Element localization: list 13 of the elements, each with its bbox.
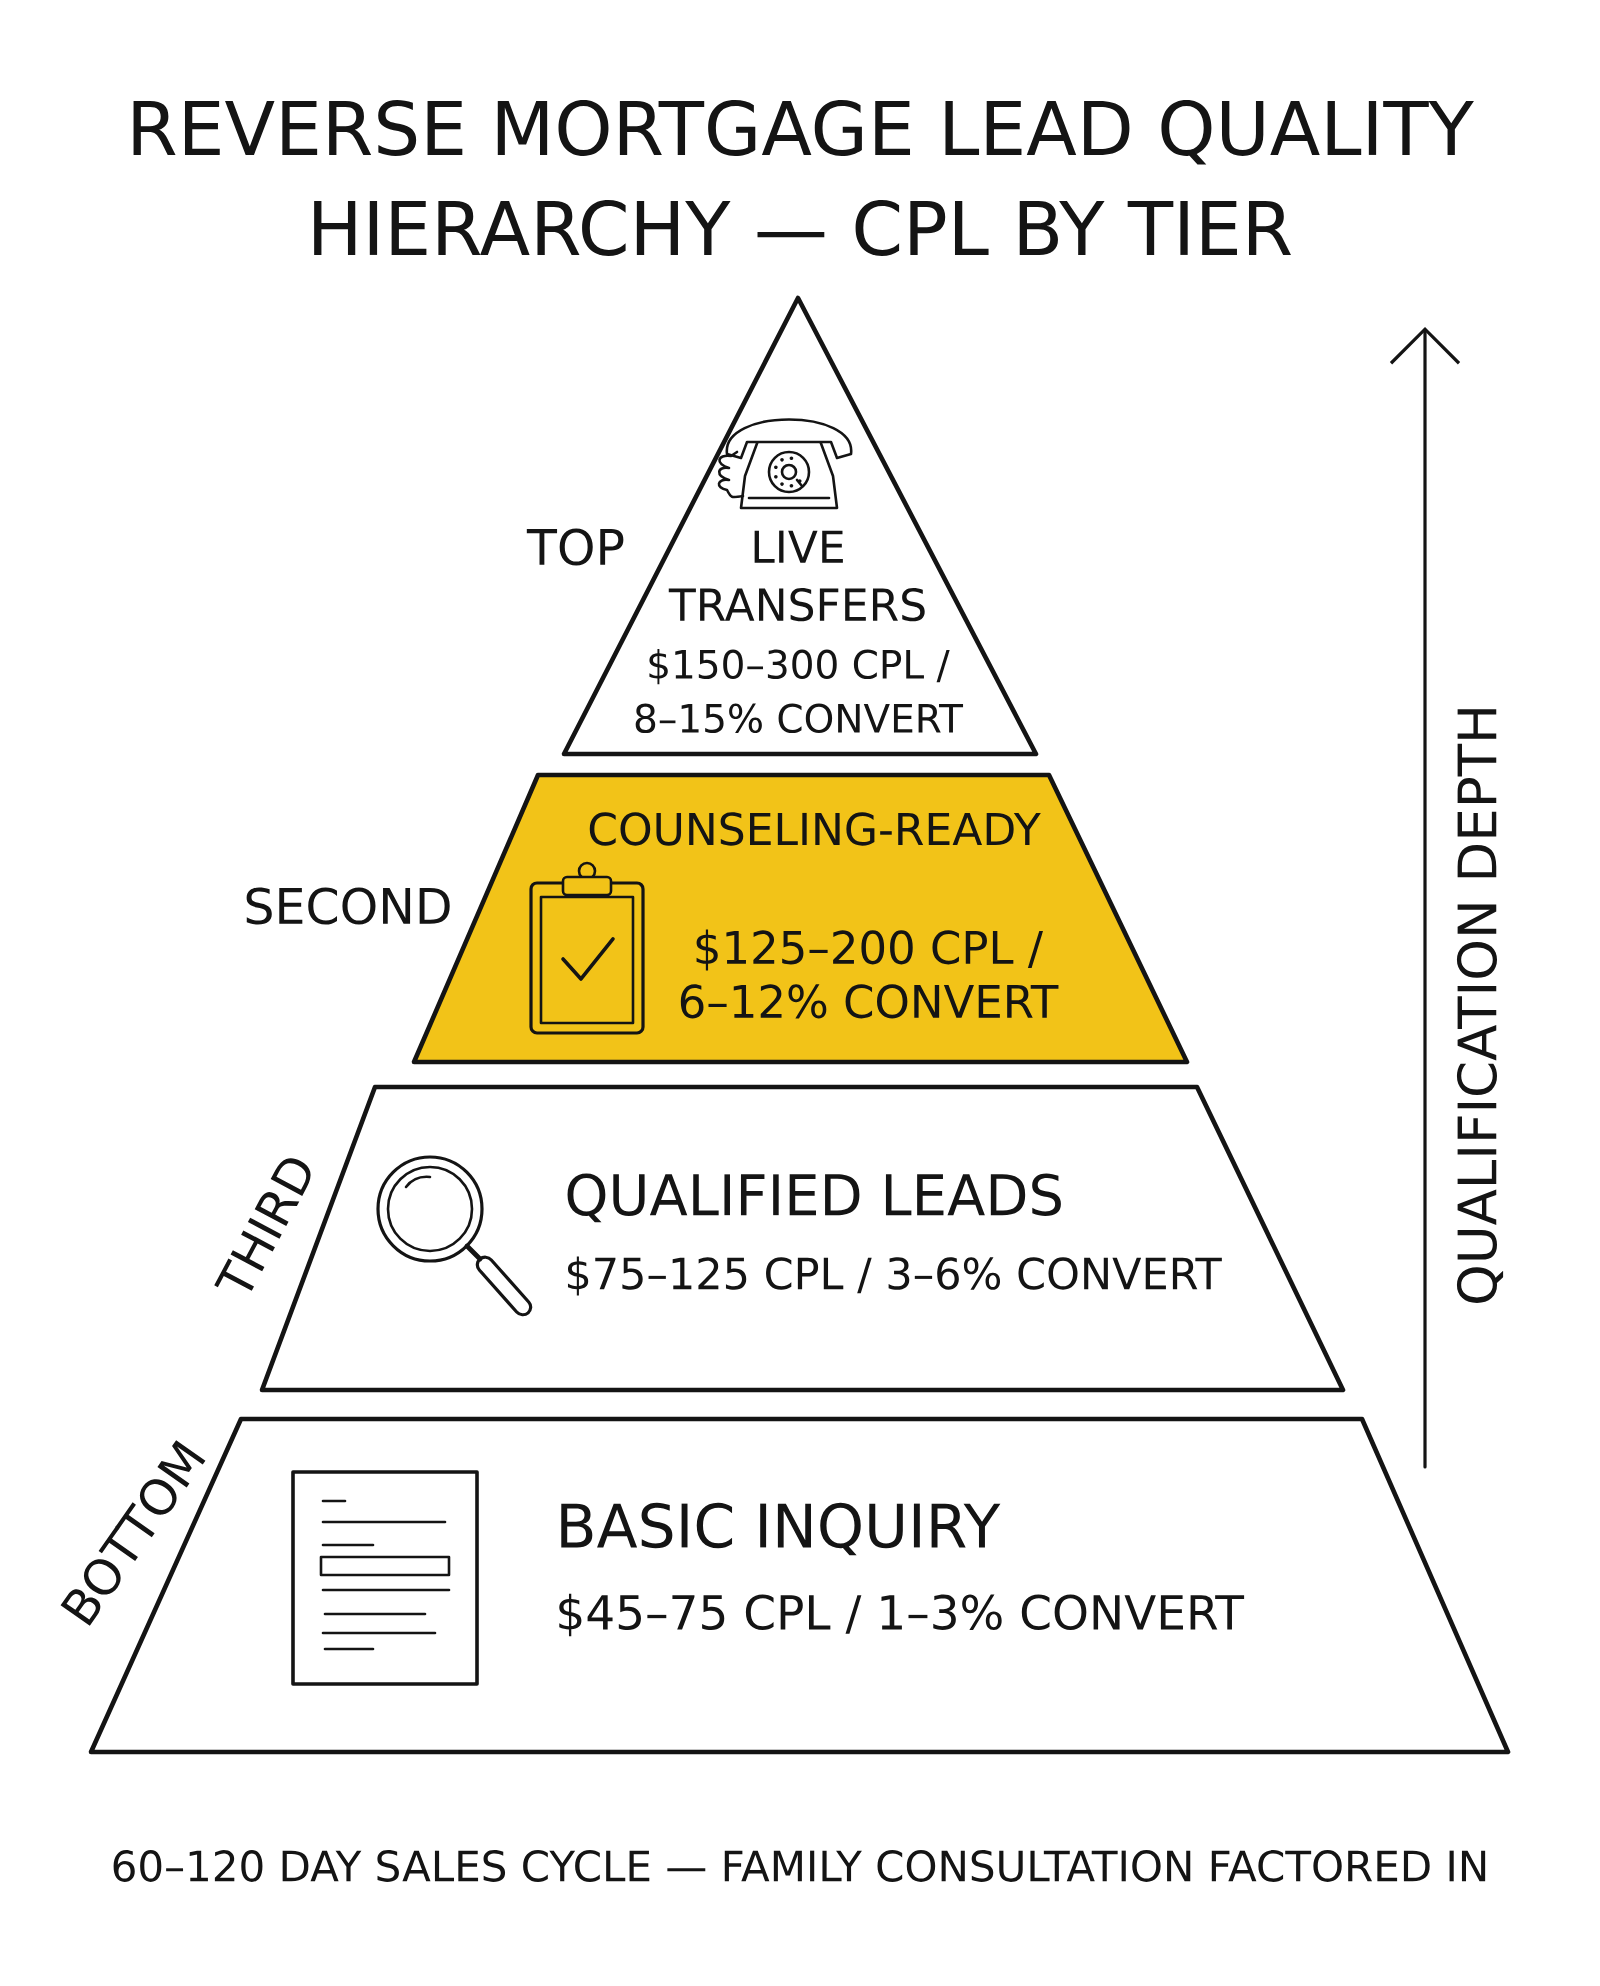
tier-heading: BASIC INQUIRY [561,1502,1001,1556]
tier-heading: COUNSELING-READY [589,812,1041,846]
tier-label: TOP [526,528,624,566]
tier-stats: $125–200 CPL / 6–12% CONVERT [680,929,1059,1019]
tier-heading: LIVE TRANSFERS [668,530,925,622]
tier-stats: $150–300 CPL / 8–15% CONVERT [635,648,964,734]
caption: 60–120 DAY SALES CYCLE — FAMILY CONSULTATION FACTORED IN [113,1850,1486,1882]
axis-label: QUALIFICATION DEPTH [1456,709,1504,1303]
tier-heading: QUALIFIED LEADS [567,1173,1061,1223]
tier-stats: $75–125 CPL / 3–6% CONVERT [568,1256,1222,1296]
tier-label: SECOND [246,887,450,925]
tier-stats: $45–75 CPL / 1–3% CONVERT [559,1593,1245,1637]
title: REVERSE MORTGAGE LEAD QUALITY HIERARCHY — CPL BY TIER [133,100,1474,256]
